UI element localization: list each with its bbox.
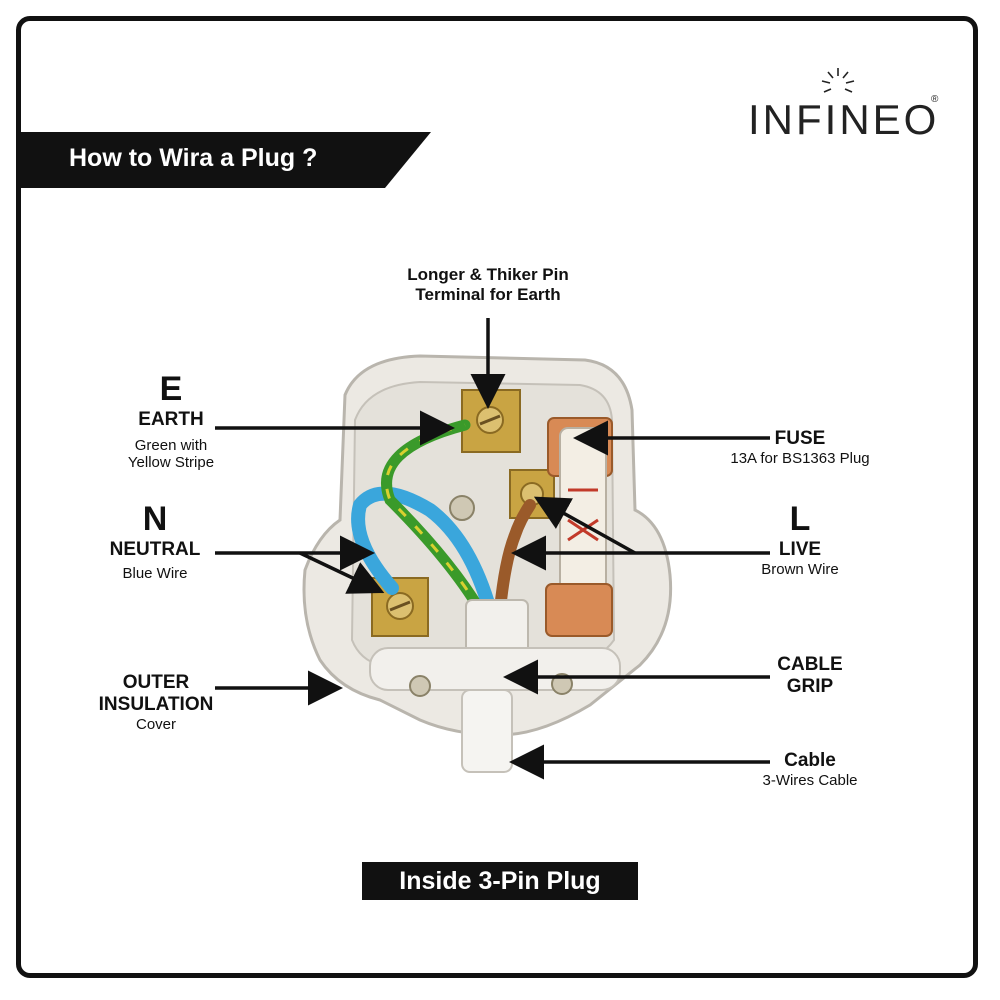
- earth-desc-line1: Green with: [134, 437, 208, 454]
- grip-screw-left: [409, 675, 431, 697]
- live-wire: [494, 499, 536, 616]
- cable-grip-bar: [369, 647, 621, 691]
- earth-desc-line2: Yellow Stripe: [127, 454, 215, 471]
- grip-screw-right: [551, 673, 573, 695]
- outer-insulation-label: OUTER INSULATION Cover: [76, 672, 236, 733]
- sparkle-icon: [821, 68, 855, 93]
- outer-desc: Cover: [135, 716, 176, 733]
- earth-pin-label-line2: Terminal for Earth: [415, 285, 561, 304]
- cable-grip-label: CABLE GRIP: [750, 654, 870, 698]
- page-title: How to Wira a Plug ?: [69, 144, 318, 172]
- earth-label: E EARTH Green with Yellow Stripe: [96, 370, 246, 471]
- outer-line2: INSULATION: [98, 694, 214, 715]
- earth-pin-label: Longer & Thiker Pin Terminal for Earth: [388, 265, 588, 305]
- live-name: LIVE: [778, 539, 822, 560]
- fuse-clip-bottom: [545, 583, 613, 637]
- neutral-label: N NEUTRAL Blue Wire: [80, 500, 230, 582]
- brand-logo: INFINEO ®: [748, 66, 948, 156]
- brand-name: INFINEO: [748, 96, 940, 143]
- fuse-marking: [567, 488, 599, 542]
- neutral-desc: Blue Wire: [122, 565, 188, 582]
- earth-wire: [381, 419, 486, 616]
- fuse-desc: 13A for BS1363 Plug: [730, 450, 870, 467]
- earth-name: EARTH: [138, 409, 204, 430]
- earth-letter: E: [159, 370, 183, 408]
- fuse-name: FUSE: [774, 428, 826, 449]
- cable-grip-line2: GRIP: [786, 676, 834, 697]
- earth-pin-label-line1: Longer & Thiker Pin: [407, 265, 569, 284]
- neutral-letter: N: [142, 500, 168, 538]
- live-label: L LIVE Brown Wire: [725, 500, 875, 578]
- live-letter: L: [789, 500, 811, 538]
- neutral-name: NEUTRAL: [109, 539, 201, 560]
- fuse-label: FUSE 13A for BS1363 Plug: [710, 428, 890, 467]
- outer-line1: OUTER: [122, 672, 190, 693]
- cable-label: Cable 3-Wires Cable: [730, 750, 890, 789]
- arrow-live-2: [533, 496, 636, 555]
- cable-grip-line1: CABLE: [777, 654, 843, 675]
- live-desc: Brown Wire: [761, 561, 839, 578]
- arrow-neutral-2: [299, 551, 385, 594]
- title-banner-shape: [21, 132, 431, 188]
- title-banner: How to Wira a Plug ?: [21, 132, 431, 188]
- diagram-caption: Inside 3-Pin Plug: [362, 862, 638, 900]
- cable-desc: 3-Wires Cable: [762, 772, 858, 789]
- cable-name: Cable: [784, 750, 836, 771]
- cable-body: [461, 689, 513, 773]
- registered-mark: ®: [931, 94, 939, 105]
- centre-screw: [449, 495, 475, 521]
